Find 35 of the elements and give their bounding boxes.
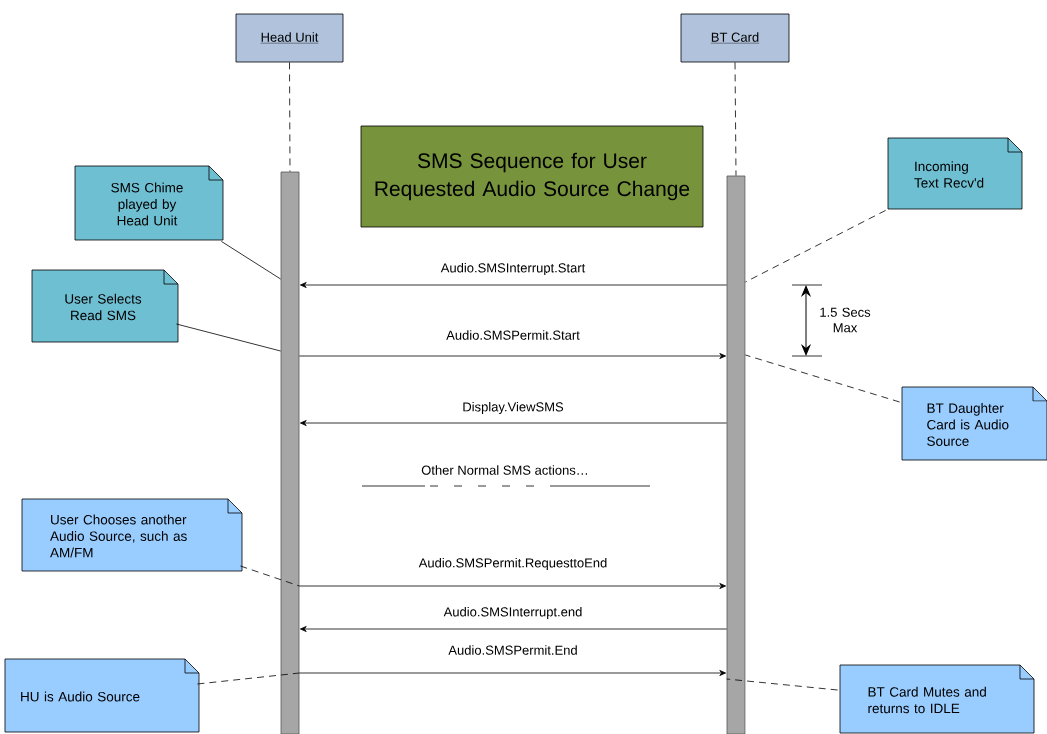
leader-line bbox=[745, 210, 886, 283]
message-arrow bbox=[299, 583, 726, 589]
dimension-label: 1.5 Secs Max bbox=[820, 307, 871, 333]
message-arrow bbox=[300, 420, 727, 426]
edge-label: Audio.SMSPermit.RequesttoEnd bbox=[418, 557, 607, 571]
note: Incoming Text Recv'd bbox=[887, 137, 1023, 210]
note: User Selects Read SMS bbox=[31, 269, 179, 343]
lifeline bbox=[289, 62, 291, 172]
leader-line bbox=[221, 241, 281, 280]
note: HU is Audio Source bbox=[4, 658, 200, 733]
message-arrow bbox=[300, 626, 727, 632]
edge-label: Audio.SMSInterrupt.Start bbox=[440, 262, 586, 276]
note: User Chooses another Audio Source, such as AM/FM bbox=[21, 498, 243, 572]
leader-line bbox=[197, 672, 300, 685]
edge-label: Audio.SMSInterrupt.end bbox=[443, 606, 582, 620]
leader-line bbox=[726, 678, 838, 691]
leader-line bbox=[745, 354, 900, 403]
note-text: Other Normal SMS actions… bbox=[421, 465, 587, 475]
activation-bar bbox=[280, 171, 300, 734]
lifeline-header: Head Unit bbox=[235, 13, 344, 63]
edge-label: Audio.SMSPermit.Start bbox=[446, 330, 580, 340]
leader-line bbox=[240, 565, 300, 587]
note: BT Card Mutes and returns to IDLE bbox=[839, 664, 1035, 734]
leader-line bbox=[176, 323, 281, 352]
edge-label: Audio.SMSPermit.End bbox=[448, 645, 577, 655]
message-arrow bbox=[299, 670, 726, 676]
edge-label: Display.ViewSMS bbox=[463, 401, 564, 415]
title-box: SMS Sequence for User Requested Audio Source Change bbox=[360, 125, 704, 228]
message-arrow bbox=[299, 353, 726, 359]
lifeline-header: BT Card bbox=[680, 13, 790, 63]
note: BT Daughter Card is Audio Source bbox=[901, 386, 1047, 461]
activation-bar bbox=[726, 175, 746, 734]
note: SMS Chime played by Head Unit bbox=[74, 165, 224, 241]
lifeline bbox=[734, 62, 737, 176]
message-arrow bbox=[300, 282, 727, 288]
